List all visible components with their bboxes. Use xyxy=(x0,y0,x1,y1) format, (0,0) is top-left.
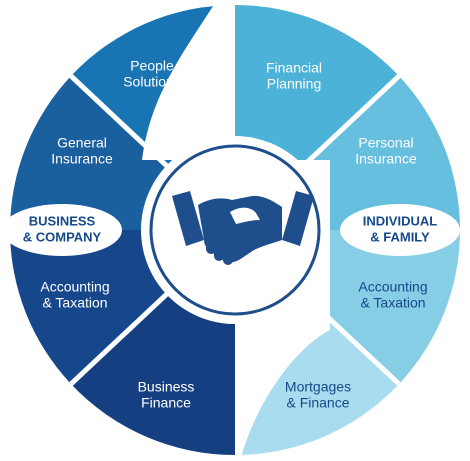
business-company-label-line-2: & COMPANY xyxy=(23,229,102,244)
left-segment-label-3-line-2: & Taxation xyxy=(42,295,107,311)
right-segment-label-1-line-2: Planning xyxy=(267,76,322,92)
right-segment-label-2-line-1: Personal xyxy=(358,135,413,151)
left-segment-label-3-line-1: Accounting xyxy=(40,279,109,295)
individual-family-label-line-1: INDIVIDUAL xyxy=(363,213,437,228)
left-segment-label-1-line-1: People xyxy=(130,58,174,74)
left-segment-label-4-line-2: Finance xyxy=(141,395,191,411)
left-segment-label-1-line-2: Solutions xyxy=(123,74,181,90)
left-segment-label-2-line-2: Insurance xyxy=(51,151,113,167)
business-company-pill xyxy=(2,204,122,256)
individual-family-pill xyxy=(340,204,460,256)
handshake-icon xyxy=(172,191,314,265)
left-segment-label-2-line-1: General xyxy=(57,135,107,151)
right-segment-label-4-line-1: Mortgages xyxy=(285,379,351,395)
business-company-label-line-1: BUSINESS xyxy=(29,213,96,228)
right-segment-label-2-line-2: Insurance xyxy=(355,151,417,167)
right-segment-label-4-line-2: & Finance xyxy=(286,395,349,411)
individual-family-label-line-2: & FAMILY xyxy=(370,229,430,244)
right-segment-label-3-line-1: Accounting xyxy=(358,279,427,295)
labels: PeopleSolutionsGeneralInsuranceAccountin… xyxy=(23,58,437,411)
left-segment-label-4-line-1: Business xyxy=(138,379,195,395)
right-segment-label-1-line-1: Financial xyxy=(266,60,322,76)
right-segment-label-3-line-2: & Taxation xyxy=(360,295,425,311)
